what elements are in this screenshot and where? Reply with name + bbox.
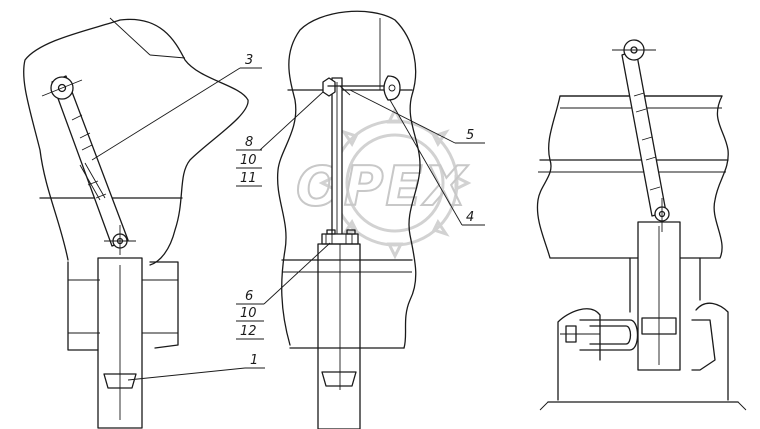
center-view — [276, 10, 421, 429]
callout-8: 8 — [245, 135, 253, 150]
callout-10-upper: 10 — [240, 153, 257, 168]
callout-11: 11 — [240, 171, 257, 186]
callout-labels: 3 1 8 10 11 5 4 6 10 12 — [240, 53, 474, 368]
left-view — [23, 17, 249, 429]
callout-1: 1 — [250, 353, 258, 368]
callout-10-lower: 10 — [240, 306, 257, 321]
watermark-text: OPEX — [296, 155, 468, 218]
right-view — [536, 39, 747, 411]
callout-3: 3 — [245, 53, 253, 68]
callout-5: 5 — [466, 128, 474, 143]
watermark-gear-icon — [318, 106, 472, 260]
leader-lines — [91, 67, 485, 381]
callout-4: 4 — [466, 210, 474, 225]
watermark: OPEX — [295, 106, 472, 260]
callout-6: 6 — [245, 289, 253, 304]
callout-12: 12 — [240, 324, 257, 339]
